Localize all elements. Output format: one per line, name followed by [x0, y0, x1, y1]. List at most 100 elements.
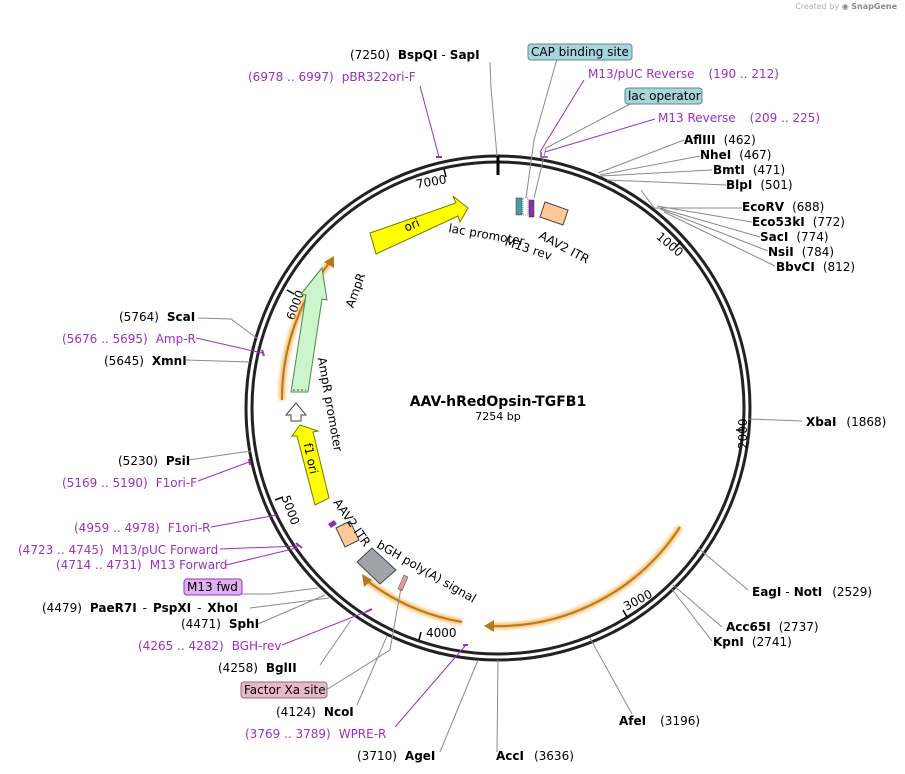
- enzyme-nhei-pos: (467): [739, 148, 771, 162]
- m13-rev-feature-box: [528, 199, 535, 218]
- enzyme-eco53ki-pos: (772): [813, 215, 845, 229]
- enzyme-nsii: NsiI(784): [768, 245, 834, 259]
- tick-label-4000: 4000: [426, 626, 457, 640]
- primer-m13-forward-name: M13 Forward: [150, 558, 228, 572]
- enzyme-acci-pos: (3636): [534, 749, 574, 763]
- primer-f1ori-f-name: F1ori-F: [156, 476, 197, 490]
- enzyme-nsii-name: NsiI: [768, 245, 794, 259]
- leader-ecorv: [640, 189, 742, 209]
- leader-agei: [439, 659, 479, 753]
- leader-psii: [187, 450, 252, 461]
- enzyme-eagi-noti: EagI-NotI(2529): [752, 585, 872, 599]
- primer-amp-r: (5676 .. 5695)Amp-R: [62, 332, 196, 346]
- ampr-promoter-feature-label: AmpR promoter: [315, 356, 345, 452]
- enzyme-bmti-pos: (471): [753, 163, 785, 177]
- bgh-polya-feature-box: [356, 547, 397, 585]
- enzyme-bmti: BmtI(471): [713, 163, 785, 177]
- pleader-wpre-r: [394, 645, 466, 728]
- enzyme-paer7i-pos: (4479): [42, 601, 82, 615]
- leader-bmti: [600, 169, 713, 177]
- leader-xbai: [748, 418, 803, 422]
- primer-m13-puc-reverse: M13/pUC Reverse(190 .. 212): [588, 67, 779, 81]
- enzyme-nhei-name: NheI: [700, 148, 731, 162]
- enzyme-scai-name: ScaI: [167, 310, 195, 324]
- orf-arc-2-arrowhead: [362, 574, 372, 587]
- enzyme-xbai: XbaI(1868): [806, 415, 886, 429]
- enzyme-afei-name: AfeI: [619, 714, 646, 728]
- primer-bgh-rev: (4265 .. 4282)BGH-rev: [138, 639, 282, 653]
- enzyme-bbvci-name: BbvCI: [776, 260, 815, 274]
- enzyme-acci: AccI (3636): [496, 749, 574, 763]
- enzyme-agei-name: AgeI: [405, 749, 435, 763]
- aav2-itr-feature-box-lower: [335, 520, 360, 548]
- plasmid-length: 7254 bp: [475, 410, 520, 423]
- pleader-m13-puc-reverse: [539, 79, 585, 153]
- enzyme-acci-name: AccI: [496, 749, 524, 763]
- tick-mark-3000: [622, 609, 628, 618]
- enzyme-ncoi-name: NcoI: [324, 705, 354, 719]
- enzyme-saci-pos: (774): [796, 230, 828, 244]
- primer-pbr322ori-f: (6978 .. 6997)pBR322ori-F: [248, 70, 416, 84]
- lac-operator-feature-box: [522, 197, 529, 216]
- leader-saci: [658, 207, 761, 238]
- enzyme-bbvci: BbvCI (812): [776, 260, 855, 274]
- enzyme-afliii-pos: (462): [724, 133, 756, 147]
- leader-xmni: [185, 359, 251, 363]
- orf-arc-2: [365, 579, 463, 623]
- primer-wpre-r: (3769 .. 3789)WPRE-R: [245, 727, 386, 741]
- enzyme-psii: (5230)PsiI: [118, 454, 190, 468]
- enzyme-saci-name: SacI: [760, 230, 788, 244]
- aav2-itr-feature-box-upper: [539, 201, 569, 226]
- orf-arc-3-arrowhead: [324, 256, 334, 268]
- credit-brand: SnapGene: [851, 2, 897, 11]
- enzyme-blpi-pos: (501): [760, 178, 792, 192]
- primer-mark-f1ori-r: [328, 520, 337, 528]
- f1-ori-feature-arrow: [291, 424, 330, 506]
- lac-promoter-feature-box: [515, 197, 523, 216]
- leader-blpi: [606, 179, 727, 186]
- enzyme-pspxi-name: PspXI: [153, 601, 191, 615]
- leader-factor-xa: [325, 587, 402, 691]
- enzyme-bbvci-pos: (812): [823, 260, 855, 274]
- primer-m13-puc-forward-range: (4723 .. 4745): [18, 543, 104, 557]
- tick-mark-5000: [274, 496, 284, 501]
- lac-operator-label: lac operator: [628, 89, 701, 103]
- primer-amp-r-name: Amp-R: [156, 332, 196, 346]
- primer-bgh-rev-range: (4265 .. 4282): [138, 639, 224, 653]
- ampr-promoter-feature-arrow: [284, 402, 308, 422]
- enzyme-xmni-pos: (5645): [104, 354, 144, 368]
- f1-ori-feature-label: f1 ori: [301, 442, 321, 476]
- leader-eagi: [697, 547, 749, 591]
- orf-arc-1-glow: [489, 525, 683, 630]
- factor-xa-site-mark: [397, 574, 409, 592]
- enzyme-eagi-pos: (2529): [832, 585, 872, 599]
- credit-prefix: Created by: [795, 2, 840, 11]
- ori-feature-label: ori: [402, 216, 422, 235]
- enzyme-xhoi-name: XhoI: [207, 601, 238, 615]
- enzyme-xbai-pos: (1868): [846, 415, 886, 429]
- cap-binding-site-box: [527, 43, 633, 61]
- primer-m13-reverse-range: (209 .. 225): [750, 111, 820, 125]
- primer-m13-puc-forward-name: M13/pUC Forward: [112, 543, 219, 557]
- leader-bbvci: [663, 211, 776, 267]
- enzyme-xmni-name: XmnI: [152, 354, 187, 368]
- leader-kpni: [670, 587, 713, 642]
- leader-acc65i: [672, 584, 723, 628]
- enzyme-eagi-name: EagI: [752, 585, 781, 599]
- enzyme-ncoi: (4124)NcoI: [276, 705, 354, 719]
- enzyme-sphi: (4471)SphI: [181, 617, 259, 631]
- primer-mark-m13-forward: [295, 542, 303, 549]
- pleader-f1ori-r: [210, 514, 278, 528]
- primer-m13-puc-reverse-name: M13/pUC Reverse: [588, 67, 695, 81]
- enzyme-paer7i-pspxi-xhoi: (4479)PaeR7I-PspXI-XhoI: [42, 601, 238, 615]
- enzyme-sphi-name: SphI: [229, 617, 259, 631]
- primer-mark-f1ori-f: [248, 458, 251, 466]
- enzyme-afei-pos: (3196): [660, 714, 700, 728]
- primer-f1ori-f: (5169 .. 5190)F1ori-F: [62, 476, 197, 490]
- leader-ncoi: [356, 635, 388, 706]
- enzyme-eco53ki-name: Eco53kI: [752, 215, 805, 229]
- primer-wpre-r-name: WPRE-R: [339, 727, 387, 741]
- pleader-m13-puc-forward: [219, 545, 300, 550]
- enzyme-acc65i-pos: (2737): [779, 620, 819, 634]
